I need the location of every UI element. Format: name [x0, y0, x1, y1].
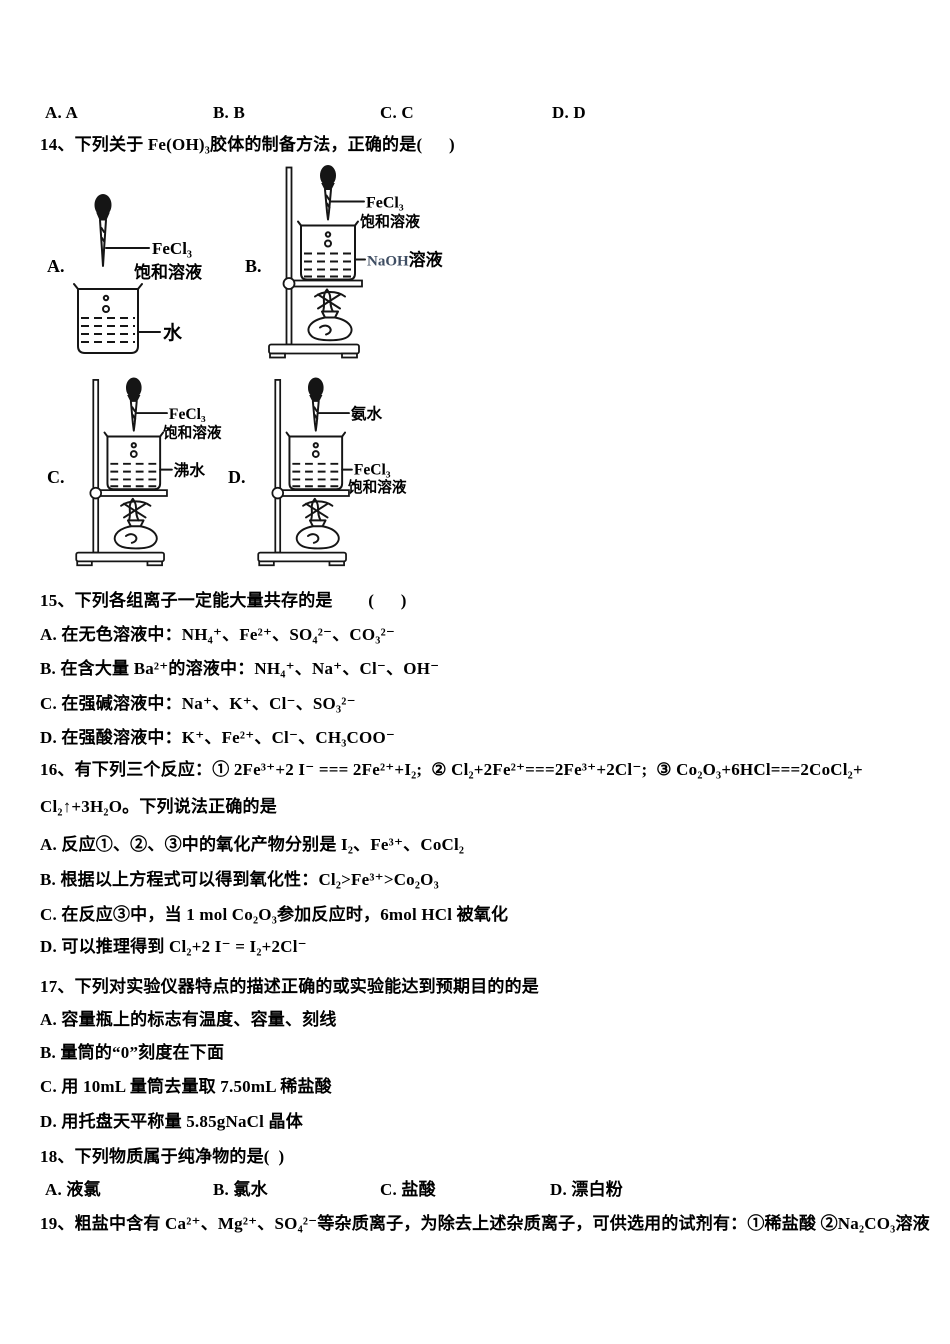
q18-option-a: A. 液氯 — [45, 1180, 101, 1199]
q16-stem-line2: Cl₂↑+3H₂O。下列说法正确的是 — [40, 797, 277, 816]
dropper-icon — [125, 377, 142, 432]
fecl3-label: FeCl₃ — [354, 462, 391, 479]
q14-diagram-a-letter: A. — [47, 256, 65, 276]
apparatus-diagram-a: FeCl₃ 饱和溶液 水 — [73, 194, 202, 354]
q14-diagram-c-letter: C. — [47, 467, 65, 487]
beaker-icon — [297, 220, 359, 281]
prev-option-b: B. B — [213, 103, 245, 122]
q14-diagram-d-letter: D. — [228, 467, 246, 487]
iron-stand-icon — [75, 379, 168, 567]
dropper-icon — [94, 194, 112, 267]
flame-icon — [314, 288, 346, 313]
naoh-label-chem: NaOH — [367, 254, 409, 270]
dropper-icon — [320, 165, 336, 221]
alcohol-lamp-icon — [295, 519, 340, 550]
q14-diagram-b-letter: B. — [245, 256, 262, 276]
flame-icon — [302, 497, 334, 522]
q18-option-c: C. 盐酸 — [380, 1180, 436, 1199]
prev-options-row: A. A B. B C. C D. D — [0, 102, 950, 207]
naoh-solution-label: NaOH溶液 — [367, 250, 443, 270]
flame-icon — [120, 497, 152, 522]
apparatus-diagram-c: FeCl₃ 饱和溶液 沸水 — [75, 377, 222, 567]
saturated-solution-label: 饱和溶液 — [360, 213, 421, 231]
q16-stem-line1: 16、有下列三个反应：① 2Fe³⁺+2 I⁻ === 2Fe²⁺+I₂; ② … — [40, 760, 863, 779]
beaker-icon — [103, 431, 165, 491]
q14-stem: 14、下列关于 Fe(OH)₃胶体的制备方法，正确的是( ) — [40, 135, 455, 154]
q19-stem: 19、粗盐中含有 Ca²⁺、Mg²⁺、SO₄²⁻等杂质离子，为除去上述杂质离子，… — [40, 1214, 930, 1233]
q15-option-a: A. 在无色溶液中：NH₄⁺、Fe²⁺、SO₄²⁻、CO₃²⁻ — [40, 625, 396, 644]
boiling-water-label: 沸水 — [174, 461, 206, 480]
saturated-solution-label: 饱和溶液 — [134, 262, 202, 282]
prev-option-a: A. A — [45, 103, 78, 122]
fecl3-label: FeCl₃ — [152, 239, 192, 258]
q18-options-row: A. 液氯 B. 氯水 C. 盐酸 D. 漂白粉 — [0, 1179, 950, 1284]
beaker-icon — [285, 431, 347, 491]
q15-option-c: C. 在强碱溶液中：Na⁺、K⁺、Cl⁻、SO₃²⁻ — [40, 694, 356, 713]
q15-stem: 15、下列各组离子一定能大量共存的是 ( ) — [40, 591, 407, 610]
prev-option-d: D. D — [552, 103, 586, 122]
q17-option-c: C. 用 10mL 量筒去量取 7.50mL 稀盐酸 — [40, 1077, 332, 1096]
q15-option-b: B. 在含大量 Ba²⁺的溶液中：NH₄⁺、Na⁺、Cl⁻、OH⁻ — [40, 659, 440, 678]
fecl3-label: FeCl₃ — [169, 406, 206, 423]
apparatus-diagram-b: FeCl₃ 饱和溶液 NaOH溶液 — [268, 165, 443, 359]
saturated-solution-label: 饱和溶液 — [163, 423, 222, 441]
ammonia-label: 氨水 — [351, 404, 383, 423]
q18-option-d: D. 漂白粉 — [550, 1180, 623, 1199]
q18-option-b: B. 氯水 — [213, 1180, 268, 1199]
q16-option-d: D. 可以推理得到 Cl₂+2 I⁻ = I₂+2Cl⁻ — [40, 937, 307, 956]
beaker-icon — [73, 283, 143, 354]
q16-option-a: A. 反应①、②、③中的氧化产物分别是 I₂、Fe³⁺、CoCl₂ — [40, 835, 465, 854]
iron-stand-icon — [257, 379, 350, 567]
alcohol-lamp-icon — [113, 519, 158, 550]
dropper-icon — [307, 377, 324, 432]
iron-stand-icon — [268, 166, 363, 359]
water-label: 水 — [163, 322, 183, 344]
q16-option-b: B. 根据以上方程式可以得到氧化性：Cl₂>Fe³⁺>Co₂O₃ — [40, 870, 439, 889]
apparatus-diagram-d: 氨水 FeCl₃ 饱和溶液 — [257, 377, 407, 567]
saturated-solution-label: 饱和溶液 — [348, 478, 407, 496]
q17-option-d: D. 用托盘天平称量 5.85gNaCl 晶体 — [40, 1112, 303, 1131]
alcohol-lamp-icon — [307, 310, 353, 342]
q17-option-b: B. 量筒的“0”刻度在下面 — [40, 1043, 225, 1062]
fecl3-label: FeCl₃ — [366, 195, 404, 212]
q16-option-c: C. 在反应③中，当 1 mol Co₂O₃参加反应时，6mol HCl 被氧化 — [40, 905, 509, 924]
q15-option-d: D. 在强酸溶液中：K⁺、Fe²⁺、Cl⁻、CH₃COO⁻ — [40, 728, 396, 747]
q17-option-a: A. 容量瓶上的标志有温度、容量、刻线 — [40, 1010, 337, 1029]
q17-stem: 17、下列对实验仪器特点的描述正确的或实验能达到预期目的的是 — [40, 977, 539, 996]
prev-option-c: C. C — [380, 103, 414, 122]
naoh-label-suffix: 溶液 — [409, 250, 443, 270]
q18-stem: 18、下列物质属于纯净物的是( ) — [40, 1147, 285, 1166]
